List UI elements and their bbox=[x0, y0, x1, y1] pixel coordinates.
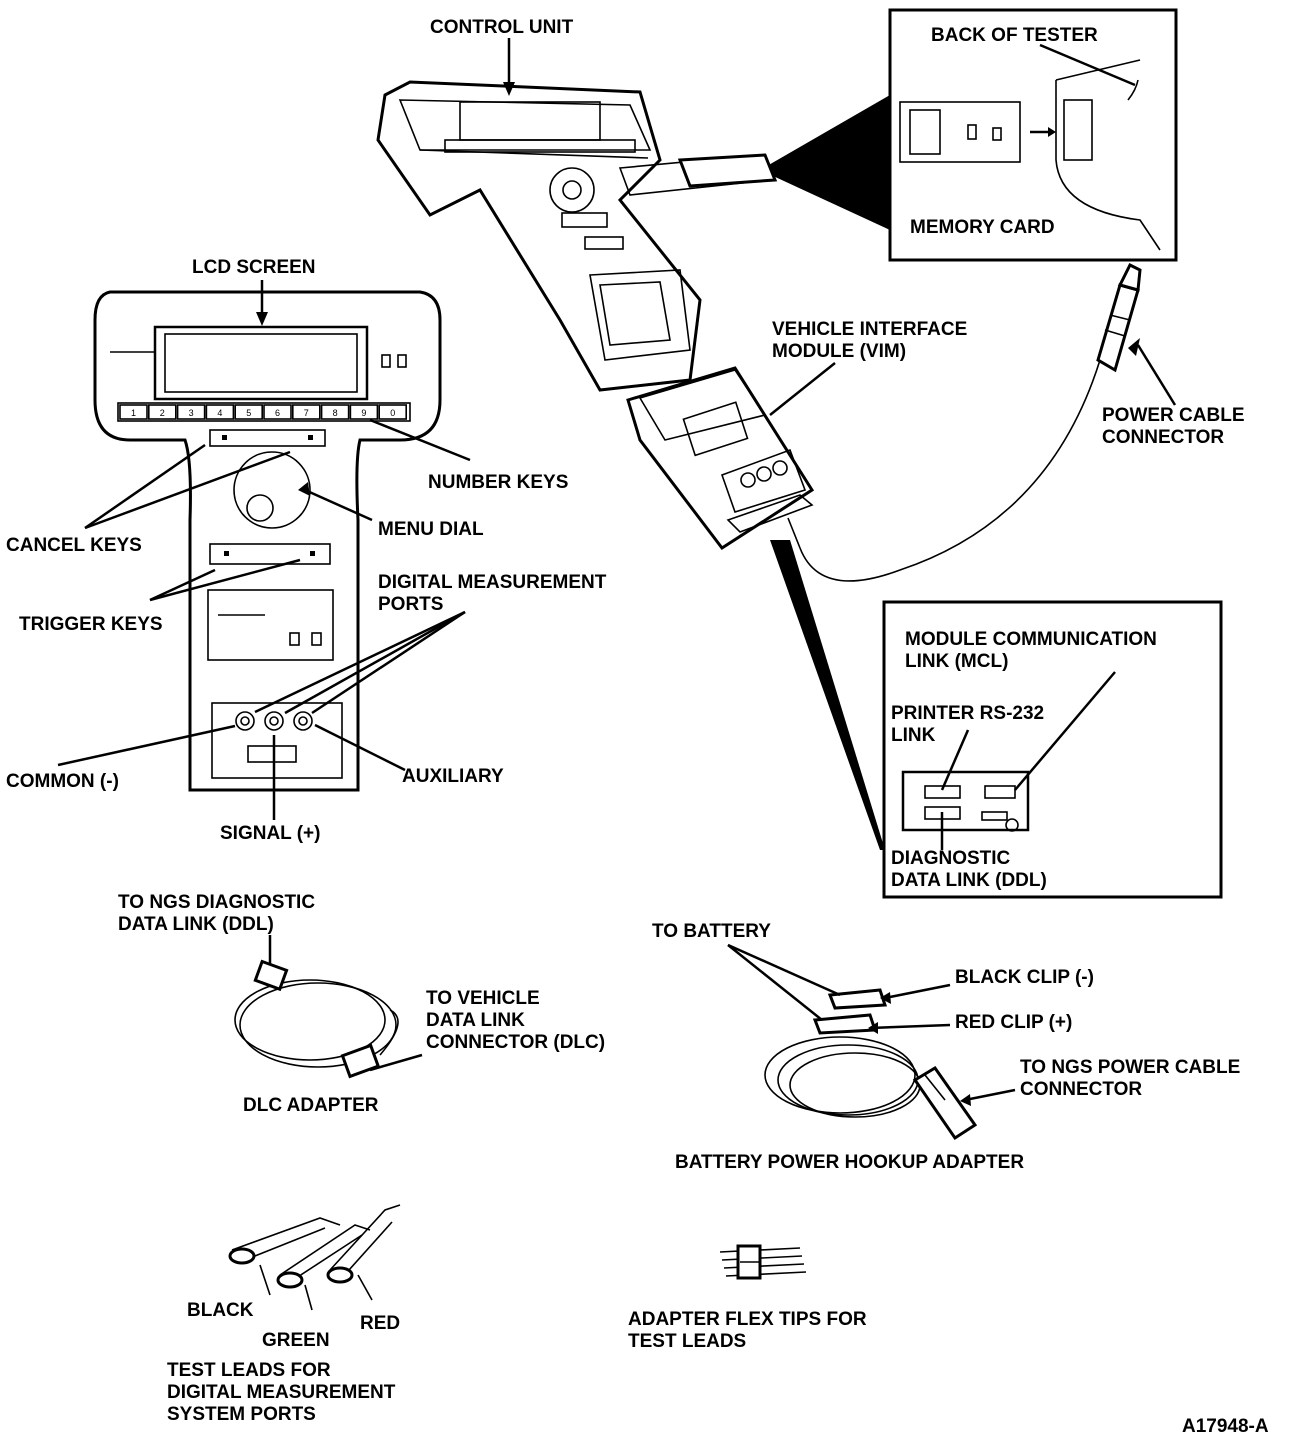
label-cancel-keys: CANCEL KEYS bbox=[6, 535, 142, 556]
label-printer-line2: LINK bbox=[891, 725, 936, 746]
label-battery-adapter: BATTERY POWER HOOKUP ADAPTER bbox=[675, 1152, 1024, 1173]
label-flex-tips-line1: ADAPTER FLEX TIPS FOR bbox=[628, 1309, 867, 1330]
label-power-cable-line1: POWER CABLE bbox=[1102, 405, 1245, 426]
label-lead-red: RED bbox=[360, 1313, 400, 1334]
label-number-keys: NUMBER KEYS bbox=[428, 472, 568, 493]
number-key-label: 0 bbox=[390, 408, 395, 418]
number-key bbox=[148, 404, 177, 420]
label-dmp-line1: DIGITAL MEASUREMENT bbox=[378, 572, 607, 593]
label-ddl-line1: DIAGNOSTIC bbox=[891, 848, 1011, 869]
label-to-vehicle-line2: DATA LINK bbox=[426, 1010, 525, 1031]
handheld-front-view: 1 2 3 4 5 6 7 8 9 0 bbox=[93, 290, 442, 792]
label-to-ngs-ddl-line1: TO NGS DIAGNOSTIC bbox=[118, 892, 315, 913]
number-key bbox=[263, 404, 292, 420]
label-printer-line1: PRINTER RS-232 bbox=[891, 703, 1044, 724]
label-auxiliary: AUXILIARY bbox=[402, 766, 504, 787]
test-leads-illustration bbox=[228, 1204, 401, 1311]
number-key-label: 3 bbox=[189, 408, 194, 418]
number-key-label: 8 bbox=[333, 408, 338, 418]
label-ddl-line2: DATA LINK (DDL) bbox=[891, 870, 1047, 891]
label-vim-line1: VEHICLE INTERFACE bbox=[772, 319, 967, 340]
number-key bbox=[320, 404, 350, 420]
number-key-label: 5 bbox=[246, 408, 251, 418]
number-key bbox=[234, 404, 263, 420]
power-cable-connector-illustration bbox=[1096, 262, 1142, 373]
vim-connector-inset bbox=[882, 600, 1223, 899]
label-test-leads-line3: SYSTEM PORTS bbox=[167, 1404, 316, 1425]
menu-dial bbox=[233, 451, 311, 529]
common-port bbox=[235, 711, 255, 731]
label-memory-card: MEMORY CARD bbox=[910, 217, 1055, 238]
auxiliary-port bbox=[293, 711, 313, 731]
number-key-label: 9 bbox=[361, 408, 366, 418]
label-to-ngs-power-line1: TO NGS POWER CABLE bbox=[1020, 1057, 1240, 1078]
label-vim-line2: MODULE (VIM) bbox=[772, 341, 906, 362]
flex-tips-illustration bbox=[719, 1244, 807, 1280]
control-unit-illustration bbox=[376, 80, 890, 392]
signal-port bbox=[264, 711, 284, 731]
number-keys-row: 1 2 3 4 5 6 7 8 9 0 bbox=[119, 404, 408, 420]
number-key bbox=[291, 404, 321, 420]
label-to-ngs-ddl-line2: DATA LINK (DDL) bbox=[118, 914, 274, 935]
label-to-battery: TO BATTERY bbox=[652, 921, 771, 942]
dlc-adapter-illustration bbox=[234, 959, 399, 1079]
label-to-ngs-power-line2: CONNECTOR bbox=[1020, 1079, 1142, 1100]
lcd-screen bbox=[153, 325, 369, 401]
number-key bbox=[349, 404, 379, 420]
label-test-leads-line2: DIGITAL MEASUREMENT bbox=[167, 1382, 396, 1403]
number-key-label: 7 bbox=[304, 408, 309, 418]
label-lead-black: BLACK bbox=[187, 1300, 254, 1321]
label-back-of-tester: BACK OF TESTER bbox=[931, 25, 1098, 46]
label-trigger-keys: TRIGGER KEYS bbox=[19, 614, 163, 635]
label-black-clip: BLACK CLIP (-) bbox=[955, 967, 1094, 988]
leader-lines bbox=[57, 38, 1177, 1106]
label-menu-dial: MENU DIAL bbox=[378, 519, 484, 540]
battery-adapter-illustration bbox=[764, 988, 978, 1141]
number-key bbox=[176, 404, 206, 420]
number-key-label: 6 bbox=[275, 408, 280, 418]
label-to-vehicle-line1: TO VEHICLE bbox=[426, 988, 540, 1009]
label-test-leads-line1: TEST LEADS FOR bbox=[167, 1360, 331, 1381]
label-to-vehicle-line3: CONNECTOR (DLC) bbox=[426, 1032, 605, 1053]
label-dlc-adapter: DLC ADAPTER bbox=[243, 1095, 379, 1116]
number-key-label: 4 bbox=[217, 408, 222, 418]
label-common: COMMON (-) bbox=[6, 771, 119, 792]
number-key bbox=[378, 404, 408, 420]
label-power-cable-line2: CONNECTOR bbox=[1102, 427, 1224, 448]
number-key-label: 2 bbox=[160, 408, 165, 418]
vim-illustration bbox=[626, 359, 1101, 850]
label-mcl-line1: MODULE COMMUNICATION bbox=[905, 629, 1157, 650]
number-key-label: 1 bbox=[131, 408, 136, 418]
label-mcl-line2: LINK (MCL) bbox=[905, 651, 1008, 672]
label-lcd-screen: LCD SCREEN bbox=[192, 257, 316, 278]
label-control-unit: CONTROL UNIT bbox=[430, 17, 574, 38]
number-key bbox=[205, 404, 235, 420]
figure-id: A17948-A bbox=[1182, 1416, 1269, 1437]
label-signal: SIGNAL (+) bbox=[220, 823, 320, 844]
label-dmp-line2: PORTS bbox=[378, 594, 443, 615]
label-red-clip: RED CLIP (+) bbox=[955, 1012, 1072, 1033]
back-of-tester-inset bbox=[888, 8, 1178, 262]
label-lead-green: GREEN bbox=[262, 1330, 330, 1351]
number-key bbox=[119, 404, 148, 420]
label-flex-tips-line2: TEST LEADS bbox=[628, 1331, 746, 1352]
